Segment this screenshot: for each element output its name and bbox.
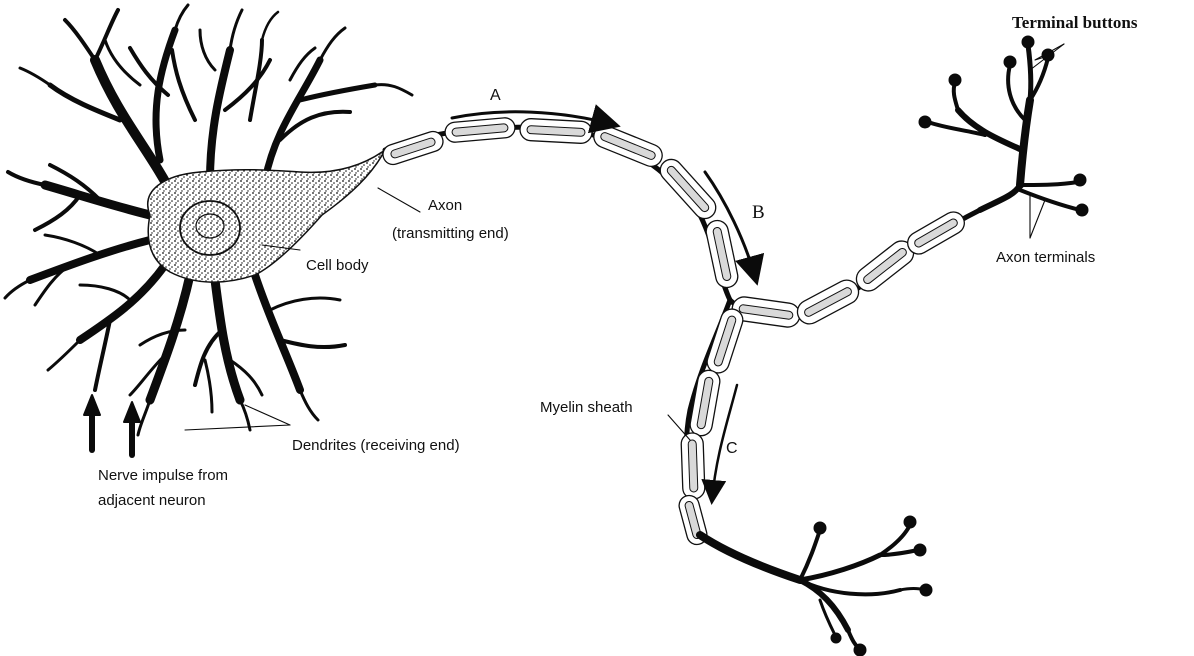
label-dendrites: Dendrites (receiving end) xyxy=(292,437,460,454)
label-b: B xyxy=(752,202,765,223)
impulse-arrows xyxy=(452,112,756,500)
label-a: A xyxy=(490,87,501,104)
myelin-sheath-segments xyxy=(380,117,968,547)
label-c: C xyxy=(726,440,738,457)
label-myelin-sheath: Myelin sheath xyxy=(540,399,633,416)
axon-terminals-lower xyxy=(700,516,932,656)
axon xyxy=(380,117,980,547)
axon-terminals-upper xyxy=(919,36,1088,216)
label-nerve-impulse-2: adjacent neuron xyxy=(98,492,206,509)
label-cell-body: Cell body xyxy=(306,257,369,274)
label-nerve-impulse-1: Nerve impulse from xyxy=(98,467,228,484)
label-terminal-buttons: Terminal buttons xyxy=(1012,13,1138,32)
label-axon-terminals: Axon terminals xyxy=(996,249,1095,266)
nucleus xyxy=(180,201,240,255)
label-axon-sub: (transmitting end) xyxy=(392,225,509,242)
label-axon: Axon xyxy=(428,197,462,214)
